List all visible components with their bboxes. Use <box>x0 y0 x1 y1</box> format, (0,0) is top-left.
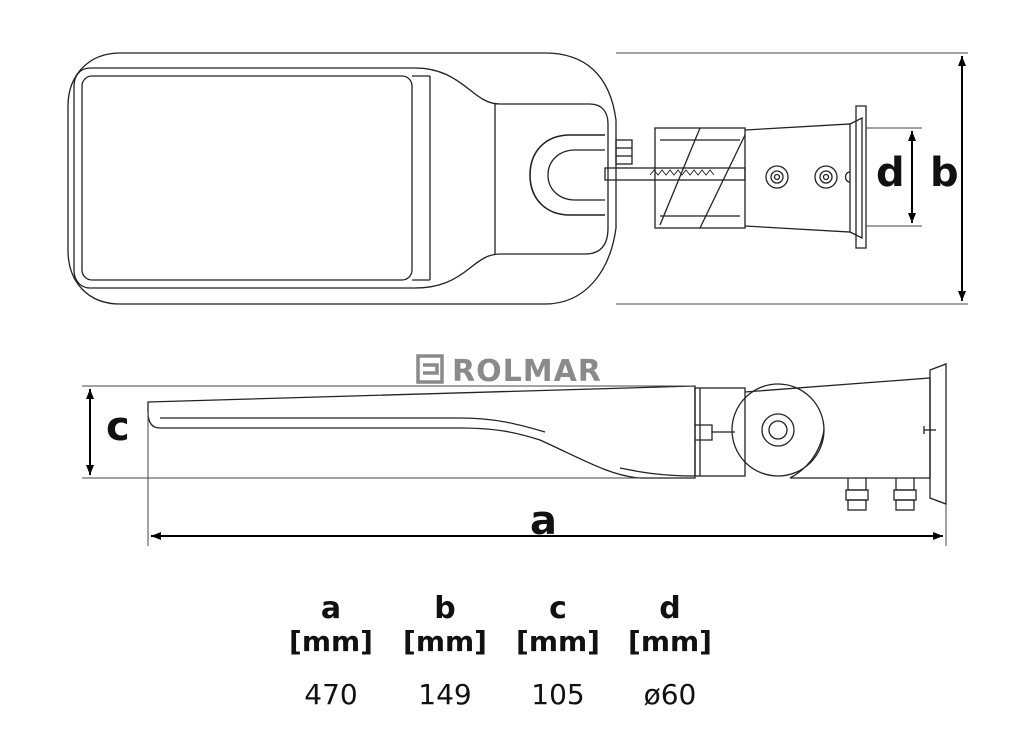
header-unit: [mm] <box>289 625 373 658</box>
top-view <box>67 52 867 305</box>
table-header-c: c [mm] <box>503 592 613 658</box>
table-value-a: 470 <box>304 678 358 711</box>
table-header-b: b [mm] <box>390 592 500 658</box>
header-unit: [mm] <box>403 625 487 658</box>
header-key: a <box>320 591 342 626</box>
table-value-c: 105 <box>531 678 585 711</box>
label-c: c <box>106 404 130 450</box>
table-header-a: a [mm] <box>276 592 386 658</box>
table-value-b: 149 <box>418 678 472 711</box>
header-key: c <box>549 591 567 626</box>
label-b: b <box>930 150 959 196</box>
brand-logo: ROLMAR <box>416 354 602 389</box>
dimension-c <box>82 385 695 479</box>
side-view <box>147 363 947 511</box>
dimension-a <box>147 412 947 546</box>
header-unit: [mm] <box>628 625 712 658</box>
brand-name: ROLMAR <box>452 354 602 389</box>
header-key: b <box>434 591 456 626</box>
label-d: d <box>876 150 905 196</box>
table-header-d: d [mm] <box>615 592 725 658</box>
label-a: a <box>530 498 557 544</box>
table-value-d: ø60 <box>643 678 697 711</box>
dimension-d <box>866 127 922 227</box>
header-unit: [mm] <box>516 625 600 658</box>
brand-mark-icon <box>416 354 444 384</box>
header-key: d <box>659 591 681 626</box>
dimension-b <box>616 52 968 305</box>
